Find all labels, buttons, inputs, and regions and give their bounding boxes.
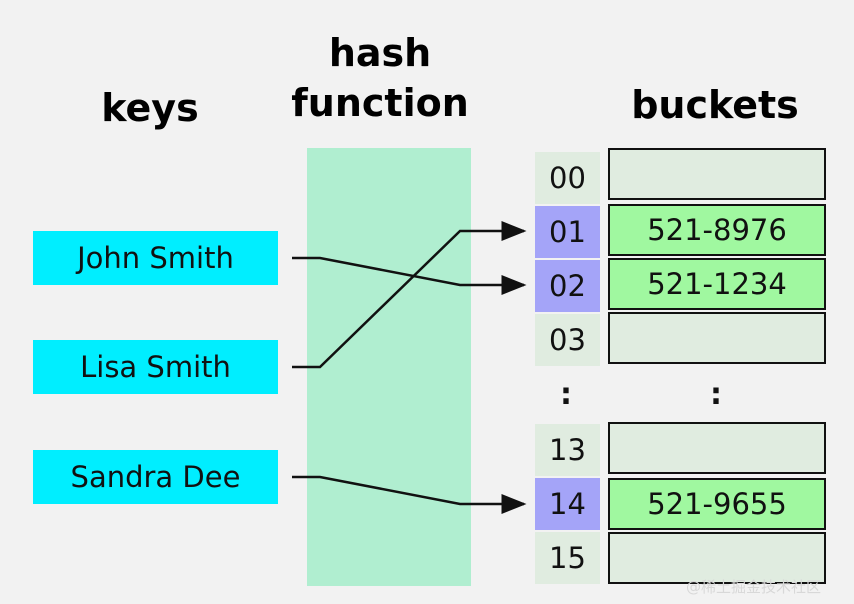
bucket-13 xyxy=(608,422,826,474)
index-01: 01 xyxy=(535,206,600,258)
arrow-sandra-dee xyxy=(292,475,527,514)
keys-heading: keys xyxy=(101,86,199,130)
bucket-00 xyxy=(608,148,826,200)
watermark: @稀土掘金技术社区 xyxy=(686,578,822,596)
bucket-01: 521-8976 xyxy=(608,204,826,256)
hash-heading-line2: function xyxy=(291,81,469,125)
hash-function-band xyxy=(307,148,471,586)
bucket-03 xyxy=(608,312,826,364)
hash-function-heading: hash function xyxy=(270,28,490,128)
arrow-lisa-smith xyxy=(292,221,527,369)
bucket-02: 521-1234 xyxy=(608,258,826,310)
arrow-john-smith xyxy=(292,256,527,295)
index-03: 03 xyxy=(535,314,600,366)
buckets-heading: buckets xyxy=(631,83,799,127)
index-14: 14 xyxy=(535,478,600,530)
bucket-14: 521-9655 xyxy=(608,478,826,530)
bucket-ellipsis: : xyxy=(710,377,722,412)
bucket-15 xyxy=(608,532,826,584)
key-sandra-dee: Sandra Dee xyxy=(33,450,278,504)
key-john-smith: John Smith xyxy=(33,231,278,285)
index-15: 15 xyxy=(535,532,600,584)
hash-heading-line1: hash xyxy=(328,31,432,75)
index-02: 02 xyxy=(535,260,600,312)
index-13: 13 xyxy=(535,424,600,476)
index-00: 00 xyxy=(535,152,600,204)
index-ellipsis: : xyxy=(560,377,572,412)
key-lisa-smith: Lisa Smith xyxy=(33,340,278,394)
